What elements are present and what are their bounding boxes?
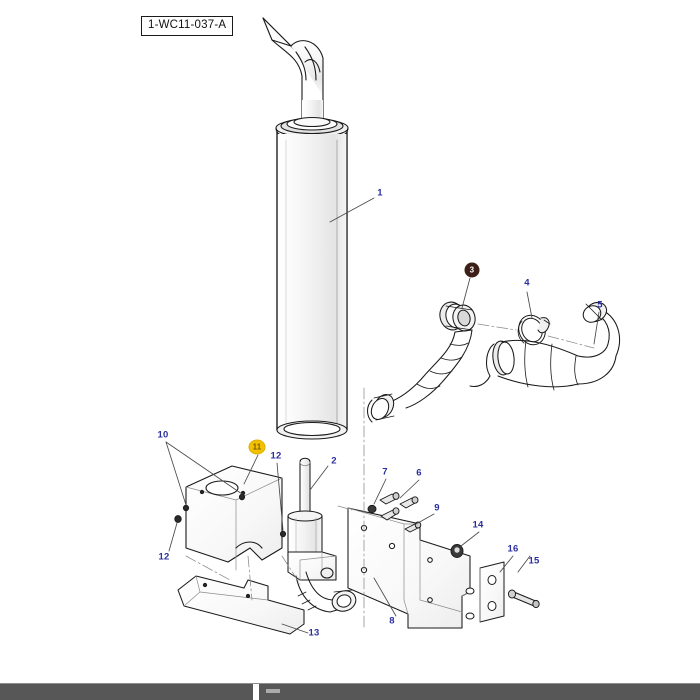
callout-heat-shield-stud[interactable]: 12 [158, 551, 170, 563]
part-fasteners [367, 492, 422, 533]
callout-exhaust-stack-muffler[interactable]: 1 [377, 187, 383, 199]
callout-nut-upper[interactable]: 7 [382, 466, 388, 478]
callout-bolt-upper[interactable]: 6 [416, 467, 422, 479]
callout-hose-clamp[interactable]: 4 [524, 277, 530, 289]
callout-heat-shield-cover[interactable]: 11 [249, 440, 265, 454]
toolbar-secondary-icon[interactable] [266, 689, 280, 693]
part-lower-charge-hose [469, 301, 620, 391]
part-upper-charge-hose [366, 301, 476, 423]
callout-mounting-bracket[interactable]: 8 [389, 615, 395, 627]
part-mounting-block [479, 561, 505, 623]
part-lower-heat-shield [177, 575, 305, 635]
part-heat-shield-cover [185, 465, 283, 571]
part-spacer-bushing [450, 544, 464, 558]
part-shield-fasteners [174, 493, 287, 538]
part-exhaust-stack [262, 17, 349, 440]
callout-heat-shield-fastener[interactable]: 10 [157, 429, 169, 441]
callout-upper-charge-air-hose[interactable]: 3 [465, 263, 479, 277]
part-pin-fastener [507, 589, 540, 609]
callout-spacer-bushing[interactable]: 14 [472, 519, 484, 531]
callout-lower-charge-air-hose[interactable]: 5 [597, 299, 603, 311]
drawing-number-plate: 1-WC11-037-A [141, 16, 234, 36]
toolbar-handle-icon[interactable] [253, 684, 259, 700]
callout-muffler-outlet-tube[interactable]: 2 [331, 455, 337, 467]
construction-centerlines [185, 323, 595, 629]
callout-lower-heat-shield-panel[interactable]: 13 [308, 627, 320, 639]
part-mounting-bracket [347, 507, 475, 629]
callout-pin-fastener[interactable]: 15 [528, 555, 540, 567]
callout-bolt-lower[interactable]: 9 [434, 502, 440, 514]
callout-heat-shield-stud-right[interactable]: 12 [270, 450, 282, 462]
callout-mounting-block[interactable]: 16 [507, 543, 519, 555]
bottom-toolbar[interactable] [0, 683, 700, 700]
part-muffler-outlet [287, 457, 357, 613]
part-hose-clamp [517, 314, 551, 346]
callout-leader-lines [165, 197, 600, 634]
